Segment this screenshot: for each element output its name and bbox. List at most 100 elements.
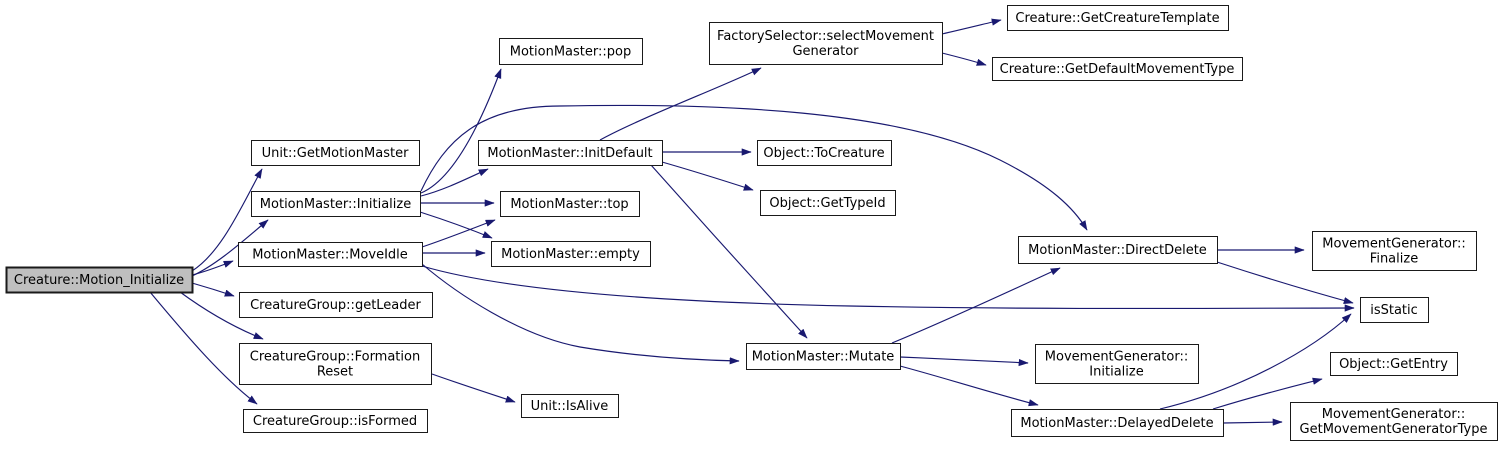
node-is-alive[interactable]: Unit::IsAlive (521, 394, 619, 418)
edge-motion-initialize-to-formation-reset (179, 291, 264, 340)
edge-formation-reset-to-is-alive (431, 373, 516, 403)
node-pop[interactable]: MotionMaster::pop (499, 38, 643, 65)
node-box-is-alive[interactable] (521, 394, 619, 418)
node-label-get-movement-generator-type: MovementGenerator::GetMovementGeneratorT… (1300, 407, 1488, 437)
node-label-motion-initialize: Creature::Motion_Initialize (14, 273, 184, 288)
node-movement-generator-initialize[interactable]: MovementGenerator::Initialize (1035, 344, 1199, 384)
node-label-is-formed: CreatureGroup::isFormed (253, 414, 417, 429)
node-empty[interactable]: MotionMaster::empty (491, 241, 651, 267)
edge-initialize-to-init-default (420, 168, 489, 197)
node-box-get-movement-generator-type[interactable] (1290, 402, 1498, 441)
edge-direct-delete-to-is-static (1216, 261, 1354, 305)
node-box-move-idle[interactable] (238, 242, 423, 267)
node-label-get-type-id: Object::GetTypeId (769, 196, 885, 211)
node-box-movement-generator-initialize[interactable] (1035, 344, 1199, 384)
node-box-get-motion-master[interactable] (251, 140, 420, 166)
node-box-formation-reset[interactable] (239, 343, 432, 385)
edge-select-movement-generator-to-get-creature-template (941, 18, 1002, 35)
node-box-is-static[interactable] (1360, 297, 1429, 323)
node-box-select-movement-generator[interactable] (709, 22, 943, 65)
node-is-static[interactable]: isStatic (1360, 297, 1429, 323)
node-box-direct-delete[interactable] (1018, 236, 1218, 264)
node-is-formed[interactable]: CreatureGroup::isFormed (243, 409, 428, 433)
edge-initialize-to-direct-delete (420, 104, 1088, 231)
node-box-finalize[interactable] (1312, 231, 1477, 271)
edge-delayed-delete-to-get-entry (1212, 377, 1323, 410)
node-label-delayed-delete: MotionMaster::DelayedDelete (1020, 416, 1213, 431)
node-box-get-leader[interactable] (239, 292, 433, 318)
node-get-default-movement-type[interactable]: Creature::GetDefaultMovementType (992, 57, 1243, 81)
node-label-finalize: MovementGenerator::Finalize (1322, 237, 1465, 267)
edge-initialize-to-pop (420, 68, 502, 194)
node-get-motion-master[interactable]: Unit::GetMotionMaster (251, 140, 420, 166)
edge-motion-initialize-to-get-motion-master (191, 168, 263, 272)
node-init-default[interactable]: MotionMaster::InitDefault (478, 140, 663, 166)
edge-move-idle-to-mutate (421, 263, 740, 365)
node-initialize[interactable]: MotionMaster::Initialize (251, 191, 421, 217)
node-box-is-formed[interactable] (243, 409, 428, 433)
node-label-empty: MotionMaster::empty (501, 247, 640, 262)
node-box-get-type-id[interactable] (760, 190, 896, 216)
edge-delayed-delete-to-is-static (1159, 313, 1352, 410)
node-to-creature[interactable]: Object::ToCreature (757, 140, 892, 166)
edge-motion-initialize-to-is-formed (149, 291, 258, 405)
node-label-get-default-movement-type: Creature::GetDefaultMovementType (1000, 62, 1235, 77)
edge-motion-initialize-to-move-idle (191, 260, 234, 276)
node-label-top: MotionMaster::top (510, 197, 628, 212)
edge-select-movement-generator-to-get-default-movement-type (941, 52, 987, 66)
node-label-initialize: MotionMaster::Initialize (260, 197, 411, 212)
node-direct-delete[interactable]: MotionMaster::DirectDelete (1018, 236, 1218, 264)
node-delayed-delete[interactable]: MotionMaster::DelayedDelete (1011, 409, 1224, 437)
node-get-type-id[interactable]: Object::GetTypeId (760, 190, 896, 216)
node-box-delayed-delete[interactable] (1011, 409, 1224, 437)
node-label-is-alive: Unit::IsAlive (531, 399, 609, 414)
edge-move-idle-to-top (421, 219, 496, 248)
edge-mutate-to-delayed-delete (899, 365, 1039, 407)
nodes-layer: Creature::Motion_Initialize Unit::GetMoti… (5, 5, 1498, 441)
node-get-leader[interactable]: CreatureGroup::getLeader (239, 292, 433, 318)
node-label-get-creature-template: Creature::GetCreatureTemplate (1015, 11, 1219, 26)
edges-layer (149, 18, 1355, 426)
node-box-top[interactable] (500, 191, 640, 217)
edge-move-idle-to-is-static (421, 265, 1355, 312)
node-top[interactable]: MotionMaster::top (500, 191, 640, 217)
node-box-get-entry[interactable] (1330, 352, 1458, 376)
node-box-init-default[interactable] (478, 140, 663, 166)
edge-initialize-to-empty (419, 211, 493, 239)
node-move-idle[interactable]: MotionMaster::MoveIdle (238, 242, 423, 267)
node-box-empty[interactable] (491, 241, 651, 267)
node-motion-initialize: Creature::Motion_Initialize (5, 266, 194, 294)
node-label-move-idle: MotionMaster::MoveIdle (252, 248, 408, 263)
node-label-mutate: MotionMaster::Mutate (752, 350, 895, 365)
node-get-creature-template[interactable]: Creature::GetCreatureTemplate (1007, 5, 1229, 31)
node-box-initialize[interactable] (251, 191, 421, 217)
node-label-movement-generator-initialize: MovementGenerator::Initialize (1045, 350, 1188, 380)
node-get-movement-generator-type[interactable]: MovementGenerator::GetMovementGeneratorT… (1290, 402, 1498, 441)
edge-init-default-to-select-movement-generator (599, 67, 762, 141)
node-label-direct-delete: MotionMaster::DirectDelete (1028, 243, 1207, 258)
node-label-get-leader: CreatureGroup::getLeader (250, 298, 421, 313)
node-box-to-creature[interactable] (757, 140, 892, 166)
node-label-pop: MotionMaster::pop (510, 45, 631, 60)
node-label-is-static: isStatic (1370, 303, 1418, 318)
node-mutate[interactable]: MotionMaster::Mutate (746, 343, 901, 370)
node-box-get-default-movement-type[interactable] (992, 57, 1243, 81)
edge-motion-initialize-to-get-leader (191, 282, 235, 297)
edge-delayed-delete-to-get-movement-generator-type (1222, 418, 1283, 426)
node-get-entry[interactable]: Object::GetEntry (1330, 352, 1458, 376)
node-box-pop[interactable] (499, 38, 643, 65)
node-label-get-entry: Object::GetEntry (1339, 357, 1448, 372)
edge-mutate-to-direct-delete (891, 267, 1061, 344)
node-box-get-creature-template[interactable] (1007, 5, 1229, 31)
edge-motion-initialize-to-initialize (191, 219, 269, 277)
node-finalize[interactable]: MovementGenerator::Finalize (1312, 231, 1477, 271)
edge-mutate-to-movement-generator-initialize (899, 356, 1029, 367)
edge-init-default-to-mutate (650, 164, 808, 339)
node-box-mutate[interactable] (746, 343, 901, 370)
